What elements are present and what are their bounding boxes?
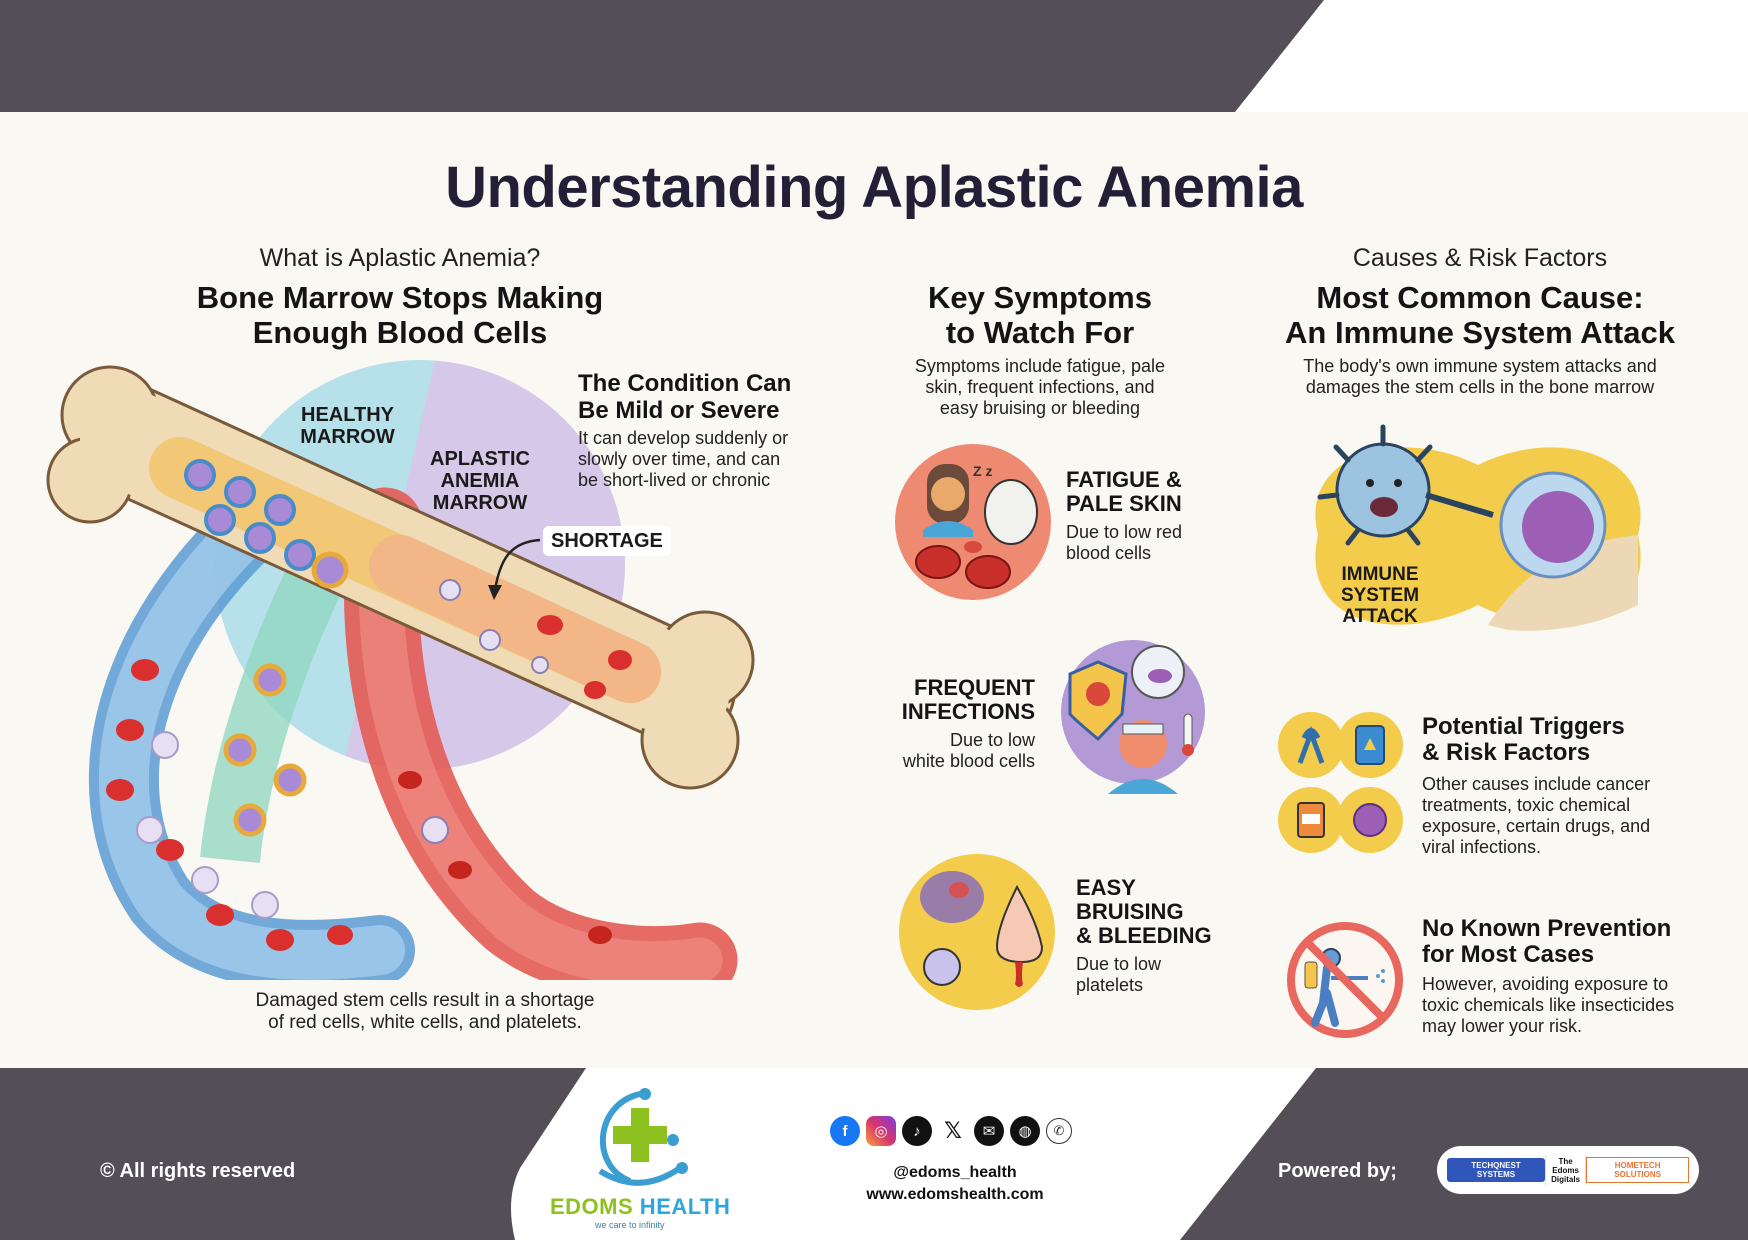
symptom-3-desc: Due to low platelets bbox=[1076, 954, 1162, 995]
aplastic-marrow-label: APLASTIC ANEMIA MARROW bbox=[430, 448, 530, 514]
no-insecticide-icon bbox=[1287, 922, 1403, 1038]
copyright-text: © All rights reserved bbox=[100, 1160, 296, 1182]
footer: © All rights reserved EDOMS HEALTH we ca… bbox=[0, 1068, 1748, 1240]
symptom-1-title: FATIGUE & PALE SKIN bbox=[1066, 467, 1182, 516]
symptom-1-desc: Due to low red blood cells bbox=[1066, 522, 1183, 563]
website-globe-icon[interactable]: ◍ bbox=[1010, 1116, 1040, 1146]
causes-heading: Most Common Cause: An Immune System Atta… bbox=[1285, 280, 1675, 350]
symptoms-heading: Key Symptoms to Watch For bbox=[928, 280, 1152, 350]
top-banner-shape bbox=[0, 0, 1324, 112]
diagram-caption: Damaged stem cells result in a shortage … bbox=[255, 990, 595, 1033]
what-is-heading: Bone Marrow Stops Making Enough Blood Ce… bbox=[196, 280, 604, 350]
prevention-title: No Known Prevention for Most Cases bbox=[1422, 915, 1672, 968]
page-title: Understanding Aplastic Anemia bbox=[445, 155, 1303, 220]
causes-kicker: Causes & Risk Factors bbox=[1352, 244, 1608, 272]
edoms-health-logo-icon bbox=[598, 1088, 688, 1186]
partner-hometech-logo: HOMETECH SOLUTIONS bbox=[1586, 1157, 1689, 1183]
triggers-icon-grid bbox=[1278, 712, 1403, 853]
bone-marrow-diagram bbox=[46, 360, 755, 980]
tired-person-red-cells-icon: Z z bbox=[895, 444, 1051, 600]
infographic-content: Understanding Aplastic Anemia What is Ap… bbox=[0, 112, 1748, 1068]
email-icon[interactable]: ✉ bbox=[974, 1116, 1004, 1146]
shield-virus-fever-icon bbox=[1061, 640, 1205, 794]
virus-icon bbox=[1353, 803, 1387, 837]
causes-intro: The body's own immune system attacks and… bbox=[1303, 356, 1657, 397]
condition-title: The Condition Can Be Mild or Severe bbox=[578, 370, 792, 424]
partner-divider bbox=[1585, 1155, 1587, 1185]
social-handle[interactable]: @edoms_health bbox=[893, 1164, 1017, 1181]
x-icon[interactable]: 𝕏 bbox=[944, 1118, 962, 1143]
website-link[interactable]: www.edomshealth.com bbox=[866, 1186, 1044, 1203]
immune-attack-illustration bbox=[1315, 424, 1641, 631]
instagram-icon[interactable]: ◎ bbox=[866, 1116, 896, 1146]
healthy-marrow-label: HEALTHY MARROW bbox=[300, 404, 395, 448]
triggers-desc: Other causes include cancer treatments, … bbox=[1422, 774, 1651, 857]
triggers-title: Potential Triggers & Risk Factors bbox=[1422, 713, 1625, 766]
brand-tagline: we care to infinity bbox=[595, 1220, 665, 1230]
immune-attack-label: IMMUNE SYSTEM ATTACK bbox=[1340, 564, 1420, 627]
shortage-label: SHORTAGE bbox=[543, 526, 671, 556]
footer-white-panel bbox=[511, 1068, 1316, 1240]
partner-logos: TECHQNEST SYSTEMS The Edoms Digitals HOM… bbox=[1437, 1146, 1699, 1194]
cancer-ribbon-icon bbox=[1297, 725, 1325, 764]
partner-divider bbox=[1545, 1155, 1547, 1185]
svg-text:Z z: Z z bbox=[973, 463, 992, 479]
condition-desc: It can develop suddenly or slowly over t… bbox=[578, 428, 789, 490]
social-icons: f ◎ ♪ 𝕏 ✉ ◍ ✆ bbox=[830, 1116, 1072, 1146]
symptom-2-desc: Due to low white blood cells bbox=[902, 730, 1035, 771]
prevention-desc: However, avoiding exposure to toxic chem… bbox=[1422, 974, 1675, 1036]
partner-edoms-digitals-logo: The Edoms Digitals bbox=[1551, 1156, 1581, 1184]
symptoms-intro: Symptoms include fatigue, pale skin, fre… bbox=[914, 356, 1166, 418]
powered-by-label: Powered by; bbox=[1278, 1160, 1397, 1182]
facebook-icon[interactable]: f bbox=[830, 1116, 860, 1146]
whatsapp-icon[interactable]: ✆ bbox=[1046, 1118, 1072, 1144]
partner-techqnest-logo: TECHQNEST SYSTEMS bbox=[1447, 1158, 1546, 1182]
shortage-arrow-icon bbox=[488, 538, 541, 600]
top-banner bbox=[0, 0, 1748, 112]
brand-name: EDOMS HEALTH bbox=[550, 1194, 731, 1219]
bruise-nosebleed-icon bbox=[899, 854, 1055, 1010]
symptom-2-title: FREQUENT INFECTIONS bbox=[901, 675, 1035, 724]
symptom-3-title: EASY BRUISING & BLEEDING bbox=[1076, 875, 1212, 948]
tiktok-icon[interactable]: ♪ bbox=[902, 1116, 932, 1146]
what-is-kicker: What is Aplastic Anemia? bbox=[259, 244, 541, 272]
